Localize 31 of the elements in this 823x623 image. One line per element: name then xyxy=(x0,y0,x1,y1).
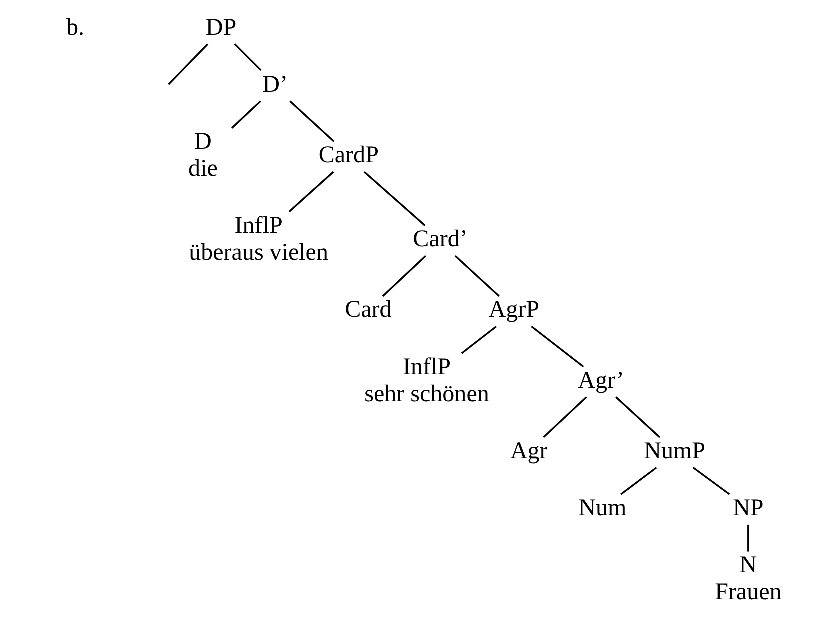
connector xyxy=(542,396,587,438)
connector xyxy=(454,255,500,297)
node-text: Num xyxy=(578,495,626,522)
connector xyxy=(288,171,334,212)
connector xyxy=(234,44,262,72)
node-text: DP xyxy=(205,14,236,41)
node-text: N Frauen xyxy=(714,552,782,606)
connector xyxy=(692,467,730,496)
connector xyxy=(460,326,497,354)
connector xyxy=(615,396,660,438)
connector xyxy=(382,255,426,297)
connector xyxy=(230,100,261,129)
node-text: Card xyxy=(344,297,392,324)
node-text: D die xyxy=(188,128,218,182)
node-text: Agr xyxy=(510,438,548,464)
node-text: NP xyxy=(732,495,764,522)
node-text: InflP überaus vielen xyxy=(188,213,328,266)
connector xyxy=(363,171,426,227)
node-text: AgrP xyxy=(488,297,539,324)
connector xyxy=(289,100,334,142)
node-text: InflP sehr schönen xyxy=(364,354,489,408)
connector xyxy=(747,524,749,552)
label: b. xyxy=(66,14,84,41)
node-text: CardP xyxy=(318,142,378,169)
node-text: Agr’ xyxy=(578,368,624,394)
node-text: D’ xyxy=(262,72,288,98)
connector xyxy=(168,44,208,86)
node-text: NumP xyxy=(644,438,706,464)
connector xyxy=(620,467,657,496)
connector xyxy=(530,326,584,368)
node-text: Card’ xyxy=(412,226,468,253)
